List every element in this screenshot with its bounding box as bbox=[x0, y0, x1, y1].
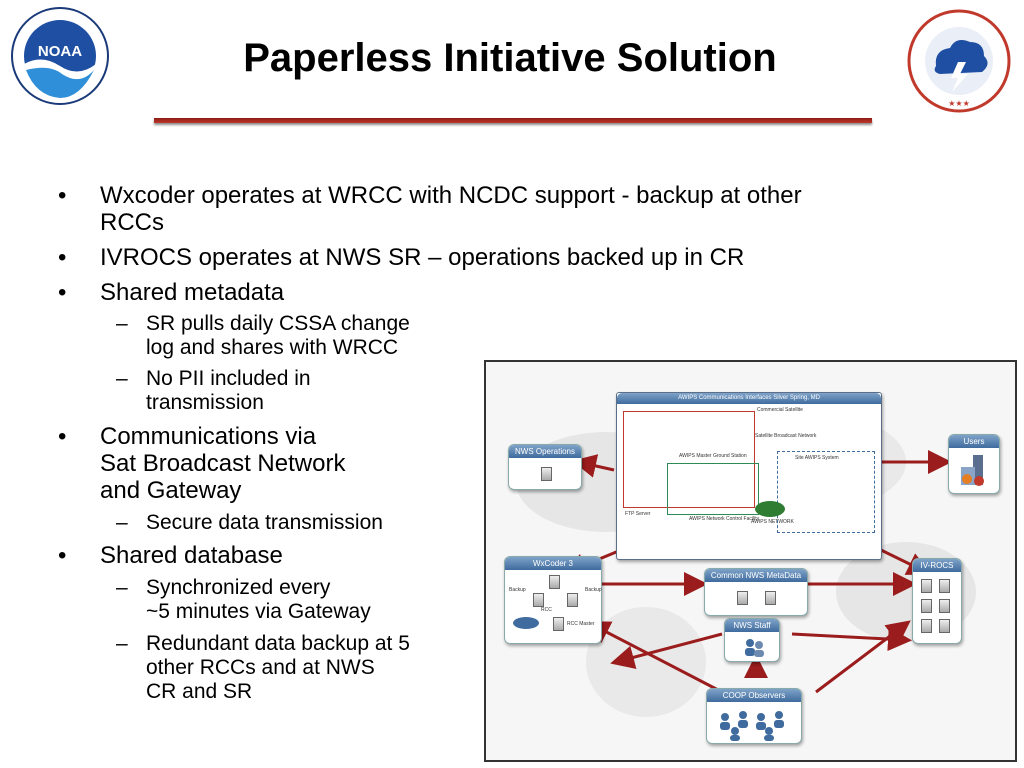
sub-bullet-line: No PII included in bbox=[146, 367, 311, 390]
coop-observers-node: COOP Observers bbox=[706, 688, 802, 744]
wxcoder-node: WxCoder 3 Backup Backup RCC RCC Master bbox=[504, 556, 602, 644]
sub-bullet-line: log and shares with WRCC bbox=[146, 336, 399, 359]
wxcoder-backup-right: Backup bbox=[585, 587, 602, 593]
bullet-line: and Gateway bbox=[100, 477, 242, 504]
server-icon bbox=[737, 591, 748, 605]
noaa-logo-text: NOAA bbox=[38, 43, 82, 60]
bullet-line: Wxcoder operates at WRCC with NCDC suppo… bbox=[100, 182, 802, 209]
sub-bullet-marker: – bbox=[116, 511, 128, 534]
users-icon bbox=[961, 455, 984, 486]
server-icon bbox=[921, 619, 932, 633]
server-icon bbox=[549, 575, 560, 589]
sub-bullet-line: transmission bbox=[146, 391, 264, 414]
awips-network-cloud bbox=[755, 501, 785, 517]
bullet-line: RCCs bbox=[100, 209, 164, 236]
coop-observers-title: COOP Observers bbox=[707, 689, 801, 702]
awips-site-box bbox=[777, 451, 875, 533]
bullet-line: Sat Broadcast Network bbox=[100, 450, 346, 477]
server-icon bbox=[567, 593, 578, 607]
awips-label-ground-station: AWIPS Master Ground Station bbox=[679, 453, 747, 459]
sub-bullet-marker: – bbox=[116, 576, 128, 599]
bullet-marker: • bbox=[58, 279, 67, 306]
bullet-line: Shared metadata bbox=[100, 279, 285, 306]
awips-label-satellite: Commercial Satellite bbox=[757, 407, 803, 413]
server-icon bbox=[939, 619, 950, 633]
ivrocs-node: IV-ROCS bbox=[912, 558, 962, 644]
server-icon bbox=[921, 599, 932, 613]
awips-label-network: AWIPS NETWORK bbox=[751, 519, 794, 525]
sub-bullet-marker: – bbox=[116, 632, 128, 655]
server-icon bbox=[541, 467, 552, 481]
internet-cloud-icon bbox=[513, 617, 539, 629]
nws-operations-node: NWS Operations bbox=[508, 444, 582, 490]
sub-bullet-line: CR and SR bbox=[146, 680, 253, 703]
server-icon bbox=[939, 599, 950, 613]
sub-bullet-line: other RCCs and at NWS bbox=[146, 656, 375, 679]
noaa-logo: NOAA bbox=[10, 6, 110, 106]
nws-operations-title: NWS Operations bbox=[509, 445, 581, 458]
common-metadata-node: Common NWS MetaData bbox=[704, 568, 808, 616]
title-divider bbox=[154, 118, 872, 123]
bullet-marker: • bbox=[58, 423, 67, 450]
server-icon bbox=[921, 579, 932, 593]
nws-staff-node: NWS Staff bbox=[724, 618, 780, 662]
wxcoder-master-label: RCC Master bbox=[567, 621, 595, 627]
wxcoder-title: WxCoder 3 bbox=[505, 557, 601, 570]
observers-group-icon bbox=[720, 711, 784, 741]
bullet-line: Shared database bbox=[100, 542, 283, 569]
wxcoder-backup-left: Backup bbox=[509, 587, 526, 593]
sub-bullet-line: Redundant data backup at 5 bbox=[146, 632, 410, 655]
noaa-emblem-icon: NOAA bbox=[11, 7, 109, 105]
server-icon bbox=[765, 591, 776, 605]
ivrocs-title: IV-ROCS bbox=[913, 559, 961, 572]
sub-bullet-line: ~5 minutes via Gateway bbox=[146, 600, 371, 623]
users-node: Users bbox=[948, 434, 1000, 494]
page-title: Paperless Initiative Solution bbox=[243, 36, 777, 80]
bullet-marker: • bbox=[58, 182, 67, 209]
bullet-marker: • bbox=[58, 542, 67, 569]
users-title: Users bbox=[949, 435, 999, 448]
server-icon bbox=[939, 579, 950, 593]
awips-control-box bbox=[667, 463, 759, 515]
awips-label-site: Site AWIPS System bbox=[795, 455, 839, 461]
bullet-line: Communications via bbox=[100, 423, 317, 450]
server-icon bbox=[533, 593, 544, 607]
bullet-line: IVROCS operates at NWS SR – operations b… bbox=[100, 244, 745, 271]
wxcoder-rcc-label: RCC bbox=[541, 607, 552, 613]
server-icon bbox=[553, 617, 564, 631]
awips-label-broadcast: Satellite Broadcast Network bbox=[755, 433, 817, 439]
awips-panel-title: AWIPS Communications Interfaces Silver S… bbox=[617, 393, 881, 404]
awips-label-ftp: FTP Server bbox=[625, 511, 651, 517]
sub-bullet-marker: – bbox=[116, 312, 128, 335]
sub-bullet-line: Synchronized every bbox=[146, 576, 331, 599]
sub-bullet-line: Secure data transmission bbox=[146, 511, 383, 534]
sub-bullet-line: SR pulls daily CSSA change bbox=[146, 312, 410, 335]
common-metadata-title: Common NWS MetaData bbox=[705, 569, 807, 582]
svg-text:★★★: ★★★ bbox=[948, 99, 970, 108]
architecture-diagram: AWIPS Communications Interfaces Silver S… bbox=[484, 360, 1017, 762]
awips-label-control: AWIPS Network Control Facility bbox=[689, 516, 760, 522]
nws-staff-title: NWS Staff bbox=[725, 619, 779, 632]
nws-emblem-icon: ★★★ bbox=[907, 9, 1011, 113]
awips-ground-station-box bbox=[623, 411, 755, 508]
nws-logo: ★★★ bbox=[906, 8, 1012, 114]
bullet-marker: • bbox=[58, 244, 67, 271]
awips-network-panel: AWIPS Communications Interfaces Silver S… bbox=[616, 392, 882, 560]
person-icon bbox=[745, 639, 764, 657]
sub-bullet-marker: – bbox=[116, 367, 128, 390]
